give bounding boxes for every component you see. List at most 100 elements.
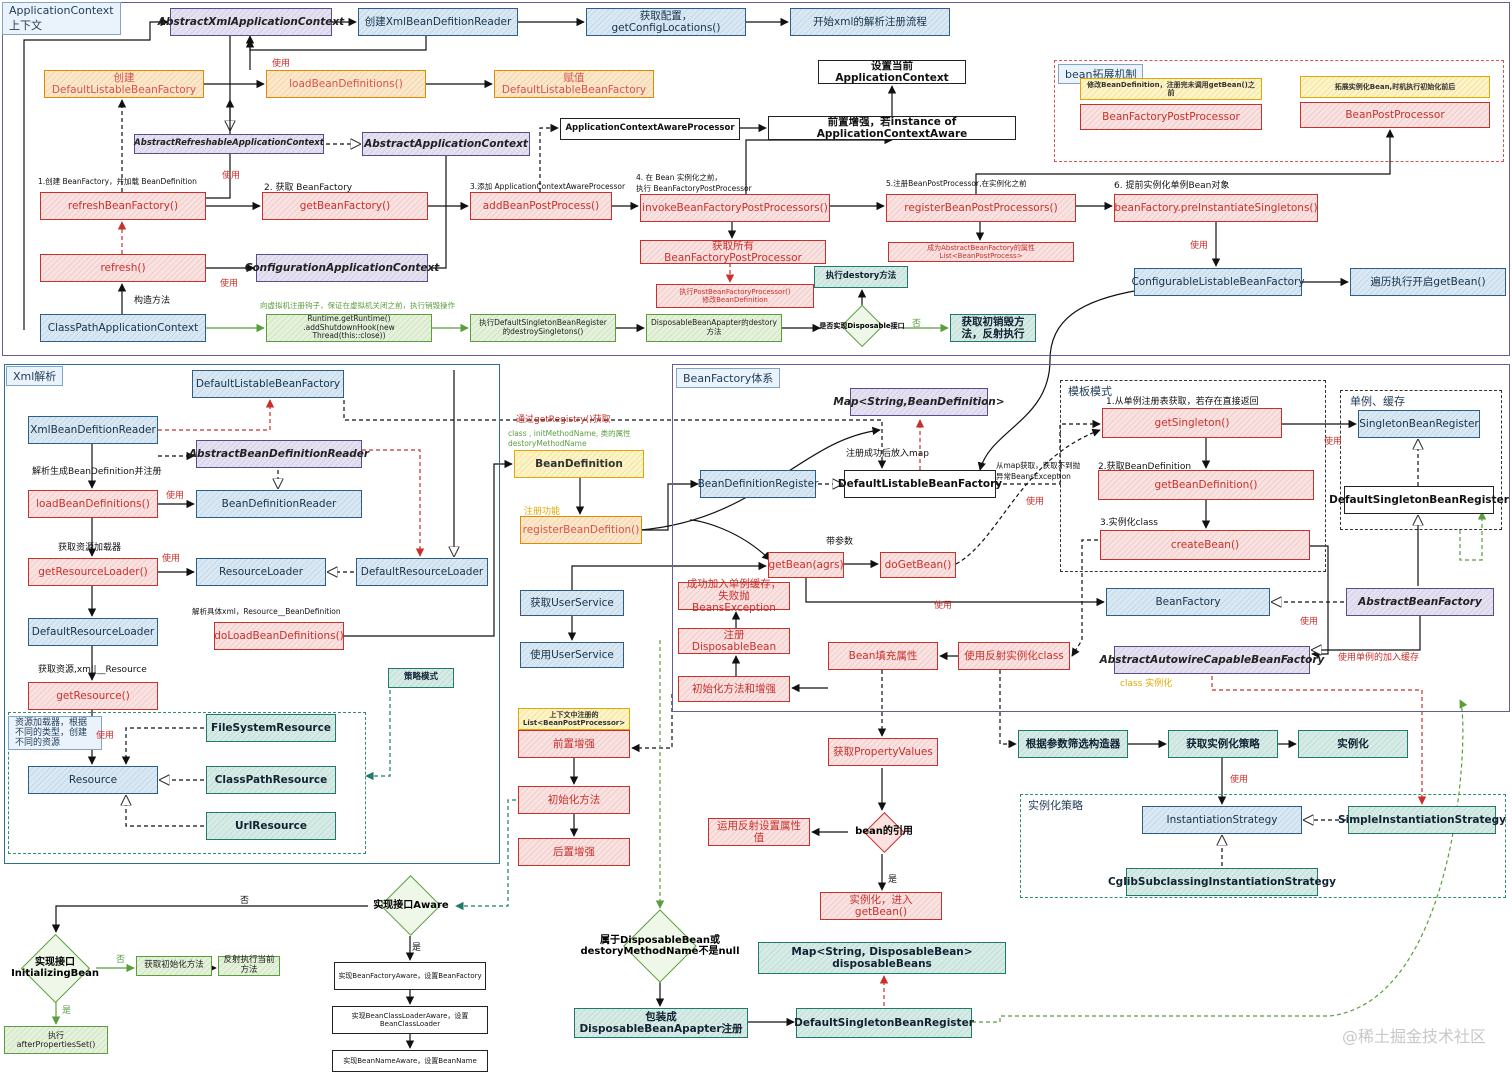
node-reflect_set[interactable]: 运用反射设置属性值 — [708, 818, 810, 846]
node-abs_app_ctx[interactable]: AbstractApplicationContext — [362, 132, 530, 156]
node-bean_def[interactable]: BeanDefinition — [514, 450, 644, 478]
node-exec_destroy_singletons[interactable]: 执行DefaultSingletonBeanRegister 的destroyS… — [470, 314, 616, 342]
node-res_loader[interactable]: ResourceLoader — [196, 558, 326, 586]
node-resource[interactable]: Resource — [28, 766, 158, 794]
node-refresh_bf[interactable]: refreshBeanFactory() — [40, 192, 206, 220]
node-def_singleton_reg[interactable]: DefaultSingletonBeanRegister — [1329, 486, 1509, 514]
node-get_inst_strategy[interactable]: 获取实例化策略 — [1168, 730, 1278, 758]
node-bfa[interactable]: 实现BeanFactoryAware，设置BeanFactory — [334, 962, 486, 990]
node-use_user_svc[interactable]: 使用UserService — [520, 642, 624, 668]
node-get_bean_args[interactable]: getBean(agrs) — [768, 552, 844, 578]
node-bean_factory[interactable]: BeanFactory — [1106, 588, 1270, 616]
node-invoke_bfpp[interactable]: invokeBeanFactoryPostProcessors() — [640, 194, 830, 222]
node-inst_into_getbean[interactable]: 实例化，进入getBean() — [820, 892, 942, 920]
node-post_aug[interactable]: 后置增强 — [518, 838, 630, 866]
node-reg_bpp[interactable]: registerBeanPostProcessors() — [886, 194, 1076, 222]
node-do_load_bd[interactable]: doLoadBeanDefinitions() — [214, 622, 344, 650]
node-ctx_aware_pp[interactable]: ApplicationContextAwareProcessor — [560, 118, 740, 140]
node-exec_after_props[interactable]: 执行 afterPropertiesSet() — [4, 1026, 108, 1054]
node-get_all_bfpp[interactable]: 获取所有BeanFactoryPostProcessor — [640, 240, 826, 264]
node-add_bpp[interactable]: addBeanPostProcess() — [470, 192, 612, 220]
node-dlbf_xml[interactable]: DefaultListableBeanFactory — [192, 370, 344, 398]
node-do_get_bean[interactable]: doGetBean() — [880, 552, 956, 578]
node-bpp_list_box[interactable]: 上下文中注册的 List<BeanPostProcessor> — [518, 708, 630, 730]
decision-bean_ref[interactable]: bean的引用 — [855, 826, 913, 838]
node-abs_refresh_ctx[interactable]: AbstractRefreshableApplicationContext — [134, 134, 324, 154]
node-loop_getbean[interactable]: 遍历执行开启getBean() — [1350, 268, 1506, 296]
node-bd_reader[interactable]: BeanDefinitionReader — [196, 490, 362, 518]
node-def_singleton_reg2[interactable]: DefaultSingletonBeanRegister — [794, 1008, 974, 1038]
node-bna[interactable]: 实现BeanNameAware，设置BeanName — [332, 1050, 488, 1072]
node-url_res[interactable]: UrlResource — [206, 812, 336, 840]
node-load_bd[interactable]: loadBeanDefinitions() — [28, 490, 158, 518]
node-fill_props[interactable]: Bean填充属性 — [828, 642, 938, 670]
node-assign_dlbf[interactable]: 赋值DefaultListableBeanFactory — [494, 70, 654, 98]
node-bpp[interactable]: BeanPostProcessor — [1300, 102, 1490, 128]
node-get_init_method[interactable]: 获取初始化方法 — [136, 956, 212, 976]
node-dlbf_bf[interactable]: DefaultListableBeanFactory — [838, 470, 1002, 498]
node-cfg_lbf[interactable]: ConfigurableListableBeanFactory — [1131, 268, 1305, 296]
node-create_dlbf[interactable]: 创建DefaultListableBeanFactory — [44, 70, 204, 98]
node-reg_disposable[interactable]: 注册DisposableBean — [678, 628, 790, 654]
node-xml_reader[interactable]: XmlBeanDefitionReader — [28, 416, 158, 444]
node-disposable_adapter[interactable]: DisposableBeanApapter的destory方法 — [646, 314, 782, 342]
node-def_res_loader2[interactable]: DefaultResourceLoader — [28, 618, 158, 646]
node-ctor_select[interactable]: 根据参数筛选构造器 — [1018, 730, 1128, 758]
node-get_user_svc[interactable]: 获取UserService — [520, 590, 624, 616]
node-init_method[interactable]: 初始化方法 — [518, 786, 630, 814]
node-init_enhance[interactable]: 初始化方法和增强 — [678, 676, 790, 702]
node-bpp_list[interactable]: 成为AbstractBeanFactory的属性List<BeanPostPro… — [888, 242, 1074, 262]
node-instantiate[interactable]: 实例化 — [1298, 730, 1408, 758]
node-abs_acbf[interactable]: AbstractAutowireCapableBeanFactory — [1100, 646, 1324, 674]
decision-is_disposable_or_destroy[interactable]: 属于DisposableBean或 destoryMethodName不是nul… — [580, 934, 740, 958]
node-get_res_loader[interactable]: getResourceLoader() — [28, 558, 158, 586]
node-refresh[interactable]: refresh() — [40, 254, 206, 282]
node-abs_bd_reader[interactable]: AbstractBeanDefinitionReader — [189, 440, 369, 468]
node-strategy_pattern[interactable]: 策略模式 — [388, 668, 454, 688]
node-exec_bfpp[interactable]: 执行PostBeanFactoryProcessor() 修改BeanDefin… — [656, 284, 814, 308]
node-pre_aug[interactable]: 前置增强 — [518, 730, 630, 758]
node-cp_res[interactable]: ClassPathResource — [206, 766, 336, 794]
node-singleton_reg[interactable]: SingletonBeanRegister — [1358, 410, 1480, 438]
node-map_disposable[interactable]: Map<String, DisposableBean> disposableBe… — [758, 942, 1006, 974]
node-set_ctx[interactable]: 设置当前ApplicationContext — [818, 60, 966, 84]
node-cp_ctx[interactable]: ClassPathApplicationContext — [40, 314, 206, 342]
node-get_bf[interactable]: getBeanFactory() — [262, 192, 428, 220]
node-config_ctx[interactable]: ConfigurationApplicationContext — [245, 254, 439, 282]
node-pre_enhance[interactable]: 前置增强，若instance of ApplicationContextAwar… — [768, 116, 1016, 140]
node-exec_destroy[interactable]: 执行destory方法 — [814, 266, 908, 288]
node-create_bean[interactable]: createBean() — [1100, 530, 1310, 560]
node-get_bd[interactable]: getBeanDefinition() — [1098, 470, 1314, 500]
node-abs_xml_ctx[interactable]: AbstractXmlApplicationContext — [158, 8, 344, 36]
node-bcla[interactable]: 实现BeanClassLoaderAware，设置BeanClassLoader — [332, 1006, 488, 1034]
node-abs_bean_factory[interactable]: AbstractBeanFactory — [1346, 588, 1494, 616]
node-get_resource[interactable]: getResource() — [28, 682, 158, 710]
node-add_singleton_cache[interactable]: 成功加入单例缓存，失败抛BeansException — [678, 578, 790, 614]
node-inst_strategy[interactable]: InstantiationStrategy — [1142, 806, 1302, 834]
node-get_singleton[interactable]: getSingleton() — [1102, 408, 1282, 438]
node-bd_register[interactable]: BeanDefinitionRegister — [698, 470, 818, 498]
node-start_xml[interactable]: 开始xml的解析注册流程 — [790, 8, 950, 36]
node-expand_bean_note[interactable]: 拓展实例化Bean,时机执行初始化前后 — [1300, 76, 1490, 98]
node-fs_res[interactable]: FileSystemResource — [206, 714, 336, 742]
node-get_init_destroy[interactable]: 获取初销毁方法，反射执行 — [950, 314, 1036, 342]
decision-aware_q[interactable]: 实现接口Aware — [373, 900, 449, 912]
decision-is_disposable[interactable]: 是否实现Disposable接口 — [819, 321, 905, 330]
node-create_reader[interactable]: 创建XmlBeanDefitionReader — [358, 8, 518, 36]
decision-init_bean_q[interactable]: 实现接口 InitializingBean — [11, 956, 99, 980]
node-reflect_exec_current[interactable]: 反射执行当前方法 — [218, 955, 280, 976]
node-modify_bd_note[interactable]: 修改BeanDefinition，注册完未调用getBean()之前 — [1080, 78, 1262, 100]
node-pre_inst[interactable]: beanFactory.preInstantiateSingletons() — [1114, 194, 1318, 222]
node-get_config[interactable]: 获取配置，getConfigLocations() — [586, 8, 746, 36]
node-hook[interactable]: Runtime.getRuntime() .addShutdownHook(ne… — [266, 314, 432, 342]
node-reflect_inst[interactable]: 使用反射实例化class — [958, 642, 1070, 670]
node-bfpp[interactable]: BeanFactoryPostProcessor — [1080, 104, 1262, 130]
node-reg_bd_fn[interactable]: registerBeanDefition() — [520, 516, 642, 544]
node-def_res_loader[interactable]: DefaultResourceLoader — [356, 558, 488, 586]
node-simple_strategy[interactable]: SimpleInstantiationStrategy — [1338, 806, 1506, 834]
node-load_bd_top[interactable]: loadBeanDefinitions() — [266, 70, 426, 98]
node-get_pvs[interactable]: 获取PropertyValues — [828, 738, 938, 766]
node-map_bd[interactable]: Map<String,BeanDefinition> — [833, 388, 1005, 416]
node-cglib_strategy[interactable]: CglibSubclassingInstantiationStrategy — [1108, 868, 1336, 896]
node-wrap_disposable[interactable]: 包装成DisposableBeanApapter注册 — [574, 1008, 748, 1038]
